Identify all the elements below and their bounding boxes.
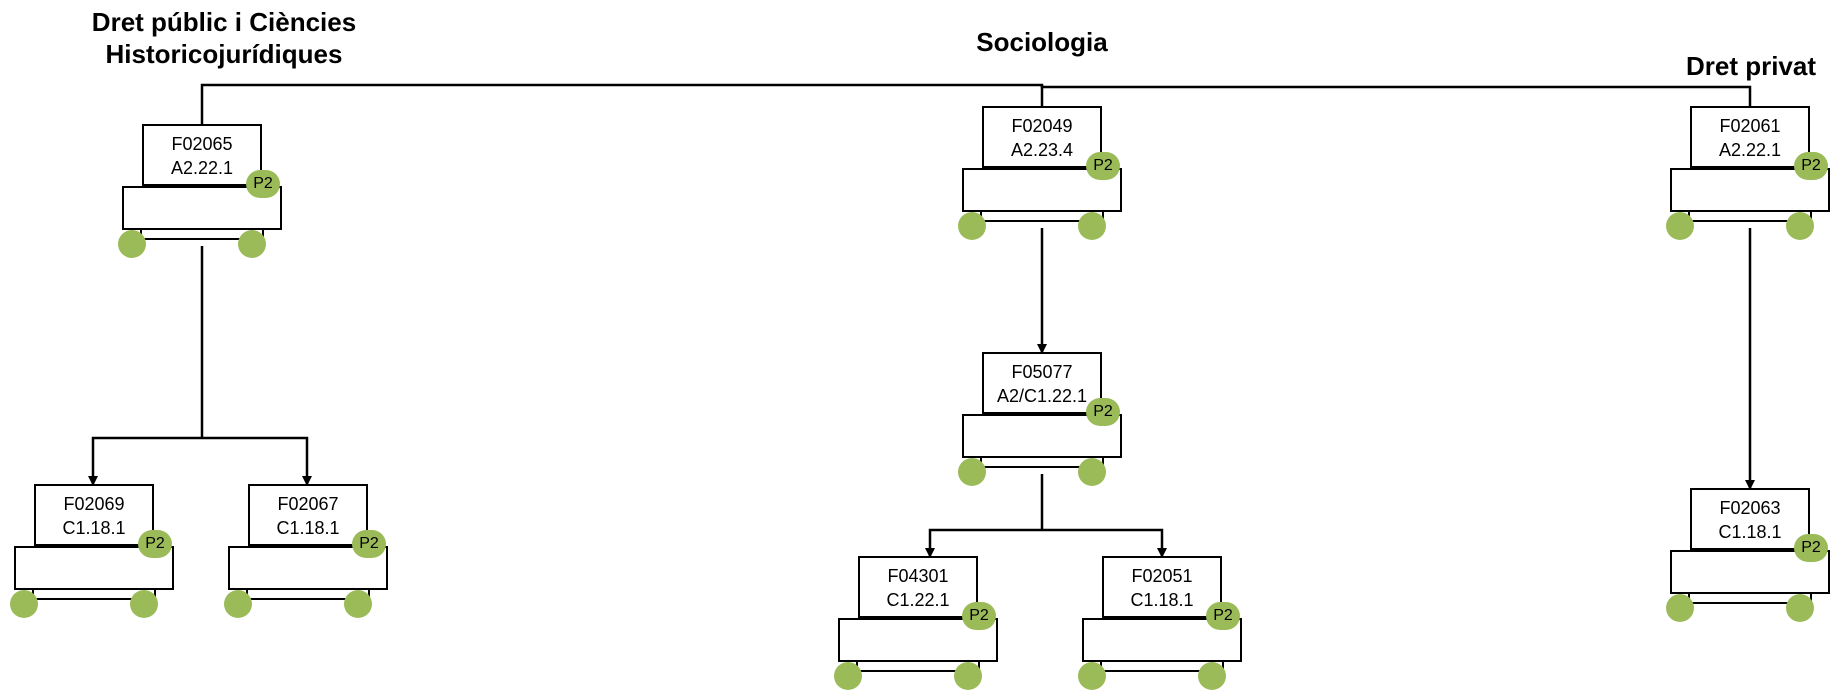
node-ribbon [838, 618, 998, 662]
course-code: F04301 [887, 566, 949, 586]
left-connector-dot [1666, 212, 1694, 240]
arrow-to-f04301 [925, 528, 1042, 558]
left-connector-dot [118, 230, 146, 258]
heading-dret-privat: Dret privat [1685, 51, 1817, 81]
course-node-f02063[interactable]: F02063 C1.18.1 P2 [1666, 488, 1830, 622]
right-connector-dot [1078, 212, 1106, 240]
top-link-right [1040, 85, 1752, 106]
course-code: F02049 [1011, 116, 1073, 136]
node-card: F02067 C1.18.1 [248, 484, 368, 546]
course-level: A2/C1.22.1 [996, 386, 1088, 406]
period-badge: P2 [1794, 534, 1828, 562]
course-code: F02051 [1131, 566, 1193, 586]
course-node-f02065[interactable]: F02065 A2.22.1 P2 [118, 124, 282, 258]
node-card: F02061 A2.22.1 [1690, 106, 1810, 168]
period-badge: P2 [352, 530, 386, 558]
course-code: F02063 [1719, 498, 1781, 518]
course-level: C1.22.1 [886, 590, 950, 610]
course-code: F02065 [171, 134, 233, 154]
course-node-f02051[interactable]: F02051 C1.18.1 P2 [1078, 556, 1242, 690]
course-level: A2.23.4 [1010, 140, 1074, 160]
node-card: F02051 C1.18.1 [1102, 556, 1222, 618]
period-badge: P2 [1086, 398, 1120, 426]
course-node-f02069[interactable]: F02069 C1.18.1 P2 [10, 484, 174, 618]
course-level: C1.18.1 [1130, 590, 1194, 610]
node-card: F05077 A2/C1.22.1 [982, 352, 1102, 414]
period-badge: P2 [1794, 152, 1828, 180]
course-level: C1.18.1 [1718, 522, 1782, 542]
course-code: F02067 [277, 494, 339, 514]
course-level: A2.22.1 [170, 158, 234, 178]
left-connector-dot [1078, 662, 1106, 690]
period-badge: P2 [962, 602, 996, 630]
node-card: F02065 A2.22.1 [142, 124, 262, 186]
arrow-to-f02067 [202, 436, 312, 486]
right-connector-dot [1198, 662, 1226, 690]
period-badge: P2 [246, 170, 280, 198]
course-code: F02069 [63, 494, 125, 514]
course-level: A2.22.1 [1718, 140, 1782, 160]
arrow-to-f02069 [88, 436, 202, 486]
period-badge: P2 [138, 530, 172, 558]
heading-sociologia: Sociologia [976, 27, 1108, 57]
node-card: F02063 C1.18.1 [1690, 488, 1810, 550]
right-connector-dot [344, 590, 372, 618]
left-connector-dot [10, 590, 38, 618]
course-node-f02061[interactable]: F02061 A2.22.1 P2 [1666, 106, 1830, 240]
course-level: C1.18.1 [62, 518, 126, 538]
right-connector-dot [238, 230, 266, 258]
node-card: F02069 C1.18.1 [34, 484, 154, 546]
course-code: F05077 [1011, 362, 1073, 382]
course-node-f05077[interactable]: F05077 A2/C1.22.1 P2 [958, 352, 1122, 486]
node-card: F04301 C1.22.1 [858, 556, 978, 618]
left-connector-dot [834, 662, 862, 690]
right-connector-dot [1786, 212, 1814, 240]
left-connector-dot [958, 212, 986, 240]
course-code: F02061 [1719, 116, 1781, 136]
top-link-left [200, 83, 1044, 124]
course-node-f02067[interactable]: F02067 C1.18.1 P2 [224, 484, 388, 618]
node-card: F02049 A2.23.4 [982, 106, 1102, 168]
left-connector-dot [1666, 594, 1694, 622]
period-badge: P2 [1086, 152, 1120, 180]
right-connector-dot [954, 662, 982, 690]
course-level: C1.18.1 [276, 518, 340, 538]
left-connector-dot [958, 458, 986, 486]
heading-dret-public-line1: Dret públic i Ciències [91, 7, 357, 37]
course-node-f02049[interactable]: F02049 A2.23.4 P2 [958, 106, 1122, 240]
right-connector-dot [130, 590, 158, 618]
heading-dret-public-line2: Historicojurídiques [105, 39, 343, 69]
right-connector-dot [1786, 594, 1814, 622]
right-connector-dot [1078, 458, 1106, 486]
course-node-f04301[interactable]: F04301 C1.22.1 P2 [834, 556, 998, 690]
period-badge: P2 [1206, 602, 1240, 630]
arrow-to-f02051 [1042, 528, 1167, 558]
left-connector-dot [224, 590, 252, 618]
heading-dret-public: Dret públic i Ciències Historicojurídiqu… [74, 6, 374, 70]
